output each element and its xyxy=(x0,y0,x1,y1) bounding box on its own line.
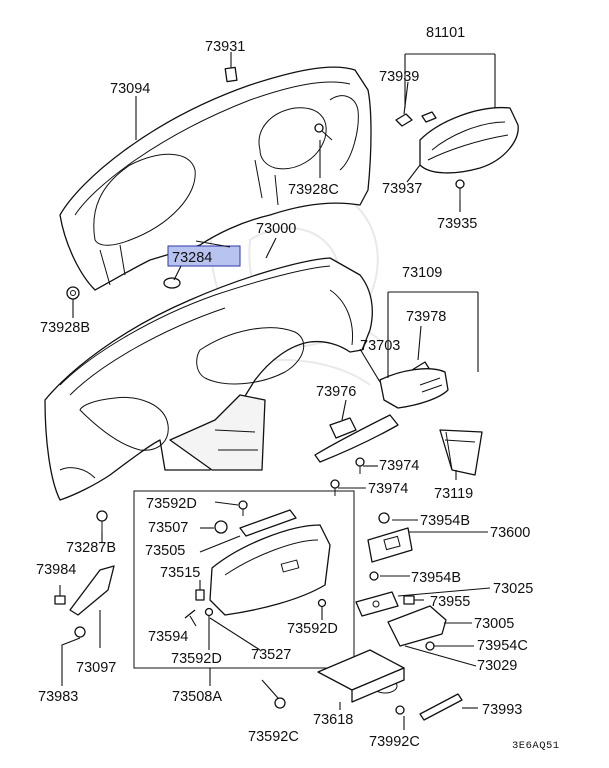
label-73527: 73527 xyxy=(251,647,291,663)
label-73937: 73937 xyxy=(382,181,422,197)
part-73592D-screw-a[interactable] xyxy=(238,500,248,516)
label-73025: 73025 xyxy=(493,581,533,597)
part-73097-side-cover[interactable] xyxy=(69,565,115,616)
part-73928B-grommet[interactable] xyxy=(66,286,80,300)
part-73976-bracket[interactable] xyxy=(314,414,399,463)
diagram-code: 3E6AQ51 xyxy=(512,740,560,752)
label-73993: 73993 xyxy=(482,702,522,718)
label-73954B-b: 73954B xyxy=(411,570,461,586)
part-73505-striker[interactable] xyxy=(239,509,297,537)
part-73594-pin[interactable] xyxy=(184,609,196,619)
part-73119-box[interactable] xyxy=(439,429,483,476)
part-73992C-screw[interactable] xyxy=(395,705,405,715)
label-73592D-b: 73592D xyxy=(287,621,338,637)
part-73515-hinge[interactable] xyxy=(195,589,205,601)
part-73000-instrument-panel[interactable] xyxy=(44,257,373,501)
part-73954C-screw[interactable] xyxy=(425,641,435,651)
part-73954B-clip-a[interactable] xyxy=(378,512,390,524)
part-73928C-screw[interactable] xyxy=(314,123,333,141)
label-73097: 73097 xyxy=(76,660,116,676)
part-73600-bracket[interactable] xyxy=(367,527,413,563)
part-73984-clip[interactable] xyxy=(54,595,66,605)
part-73931-clip[interactable] xyxy=(224,66,238,83)
label-73984: 73984 xyxy=(36,562,76,578)
label-73505: 73505 xyxy=(145,543,185,559)
part-73592C-screw[interactable] xyxy=(274,697,286,709)
label-73000: 73000 xyxy=(256,221,296,237)
label-73935: 73935 xyxy=(437,216,477,232)
label-73928C: 73928C xyxy=(288,182,339,198)
label-73592D-a: 73592D xyxy=(146,496,197,512)
label-73600: 73600 xyxy=(490,525,530,541)
label-73954B-a: 73954B xyxy=(420,513,470,529)
label-73974-a: 73974 xyxy=(379,458,419,474)
part-73284[interactable] xyxy=(163,277,181,289)
part-73939-clip[interactable] xyxy=(395,111,437,127)
label-73928B: 73928B xyxy=(40,320,90,336)
label-73992C: 73992C xyxy=(369,734,420,750)
label-73029: 73029 xyxy=(477,658,517,674)
label-73592D-c: 73592D xyxy=(171,651,222,667)
label-73094: 73094 xyxy=(110,81,150,97)
part-73974-screw-b[interactable] xyxy=(330,479,340,496)
label-81101: 81101 xyxy=(426,25,465,41)
part-73955-clip[interactable] xyxy=(403,595,415,605)
label-73507: 73507 xyxy=(148,520,188,536)
part-73287B-screw[interactable] xyxy=(96,510,108,532)
label-73703: 73703 xyxy=(360,338,400,354)
label-73005: 73005 xyxy=(474,616,514,632)
part-73935-screw[interactable] xyxy=(455,179,465,200)
highlight-box-73284 xyxy=(167,245,241,267)
part-73983-screw[interactable] xyxy=(74,626,86,638)
part-73592D-screw-c[interactable] xyxy=(317,598,327,608)
label-73592C: 73592C xyxy=(248,729,299,745)
part-73993-rod[interactable] xyxy=(419,693,463,721)
label-73978: 73978 xyxy=(406,309,446,325)
part-81101-cluster-hood[interactable] xyxy=(419,106,519,174)
part-glove-box[interactable] xyxy=(209,524,331,616)
label-73515: 73515 xyxy=(160,565,200,581)
label-73594: 73594 xyxy=(148,629,188,645)
assembly-frame-73508A xyxy=(133,490,355,669)
part-73618-ashtray[interactable] xyxy=(317,649,405,703)
part-73974-screw-a[interactable] xyxy=(355,457,365,474)
part-73025-plate[interactable] xyxy=(355,591,399,617)
label-73939: 73939 xyxy=(379,69,419,85)
label-73931: 73931 xyxy=(205,39,245,55)
label-73618: 73618 xyxy=(313,712,353,728)
leader-lines xyxy=(59,52,496,730)
label-73976: 73976 xyxy=(316,384,356,400)
part-73703-side-panel[interactable] xyxy=(379,368,449,409)
part-73094-upper-panel[interactable] xyxy=(59,66,372,291)
part-73507-bumper[interactable] xyxy=(214,520,228,534)
label-73983: 73983 xyxy=(38,689,78,705)
part-73592D-screw-b[interactable] xyxy=(204,607,214,617)
part-73005-bracket[interactable] xyxy=(387,605,447,647)
label-73287B: 73287B xyxy=(66,540,116,556)
label-73954C: 73954C xyxy=(477,638,528,654)
label-73955: 73955 xyxy=(430,594,470,610)
part-73954B-clip-b[interactable] xyxy=(369,571,379,581)
label-73974-b: 73974 xyxy=(368,481,408,497)
part-labels: 81101 73931 73094 73939 73928C 73937 739… xyxy=(36,25,560,752)
label-73109: 73109 xyxy=(402,265,442,281)
label-73508A: 73508A xyxy=(172,689,222,705)
label-73119: 73119 xyxy=(434,486,473,502)
label-73284[interactable]: 73284 xyxy=(172,250,212,266)
